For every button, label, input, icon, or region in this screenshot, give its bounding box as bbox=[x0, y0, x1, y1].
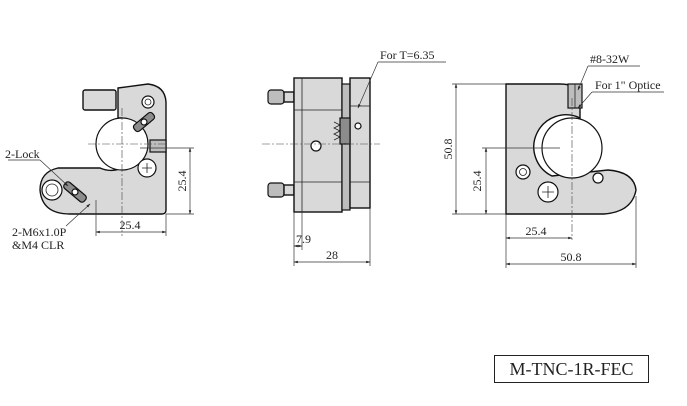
label-tap-1: 2-M6x1.0P bbox=[12, 225, 67, 239]
side-plate bbox=[349, 77, 371, 209]
dim-right-center-width: 25.4 bbox=[526, 224, 547, 238]
side-dimensions: 7.9 28 For T=6.35 bbox=[293, 48, 446, 266]
model-number-label: M-TNC-1R-FEC bbox=[494, 355, 649, 383]
label-screw: #8-32W bbox=[590, 52, 630, 66]
side-view bbox=[262, 77, 380, 213]
dim-right-total-width: 50.8 bbox=[561, 250, 582, 264]
label-thickness: For T=6.35 bbox=[380, 48, 435, 62]
dim-right-total-height: 50.8 bbox=[441, 139, 455, 160]
dim-left-width: 25.4 bbox=[120, 218, 141, 232]
right-dimensions: 50.8 25.4 25.4 50.8 #8-32W For 1" Optice bbox=[441, 52, 664, 268]
left-dimensions: 25.4 25.4 2-Lock 2-M6x1.0P &M4 CLR bbox=[5, 147, 194, 252]
front-view-left bbox=[39, 83, 168, 236]
dim-left-height: 25.4 bbox=[175, 171, 189, 192]
dim-side-small: 7.9 bbox=[296, 232, 311, 246]
dim-side-total: 28 bbox=[326, 248, 338, 262]
label-lock: 2-Lock bbox=[5, 147, 40, 161]
label-optic: For 1" Optice bbox=[595, 78, 661, 92]
front-view-right bbox=[505, 83, 637, 240]
dim-right-center-height: 25.4 bbox=[470, 171, 484, 192]
label-tap-2: &M4 CLR bbox=[12, 238, 64, 252]
